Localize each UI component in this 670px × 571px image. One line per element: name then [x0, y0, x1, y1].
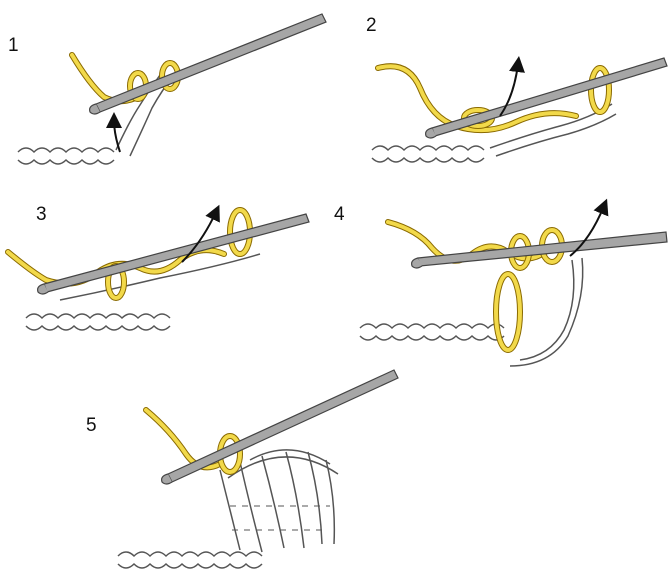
step-4-illustration [360, 206, 667, 366]
step-5-hook [162, 370, 398, 484]
step-5-chain [118, 552, 262, 568]
step-4-chain [360, 258, 583, 366]
step-number-4: 4 [334, 205, 345, 224]
step-number-5: 5 [86, 416, 97, 435]
step-1-hook [90, 14, 326, 114]
step-3-hook [38, 214, 309, 294]
step-number-2: 2 [366, 16, 377, 35]
step-2-illustration [372, 58, 667, 162]
step-5-illustration [118, 370, 398, 568]
step-2-hook [426, 58, 667, 138]
step-4-hook [412, 232, 667, 268]
step-3-illustration [8, 210, 309, 330]
step-number-3: 3 [36, 205, 47, 224]
step-1-illustration [18, 14, 326, 164]
step-number-1: 1 [8, 36, 19, 55]
